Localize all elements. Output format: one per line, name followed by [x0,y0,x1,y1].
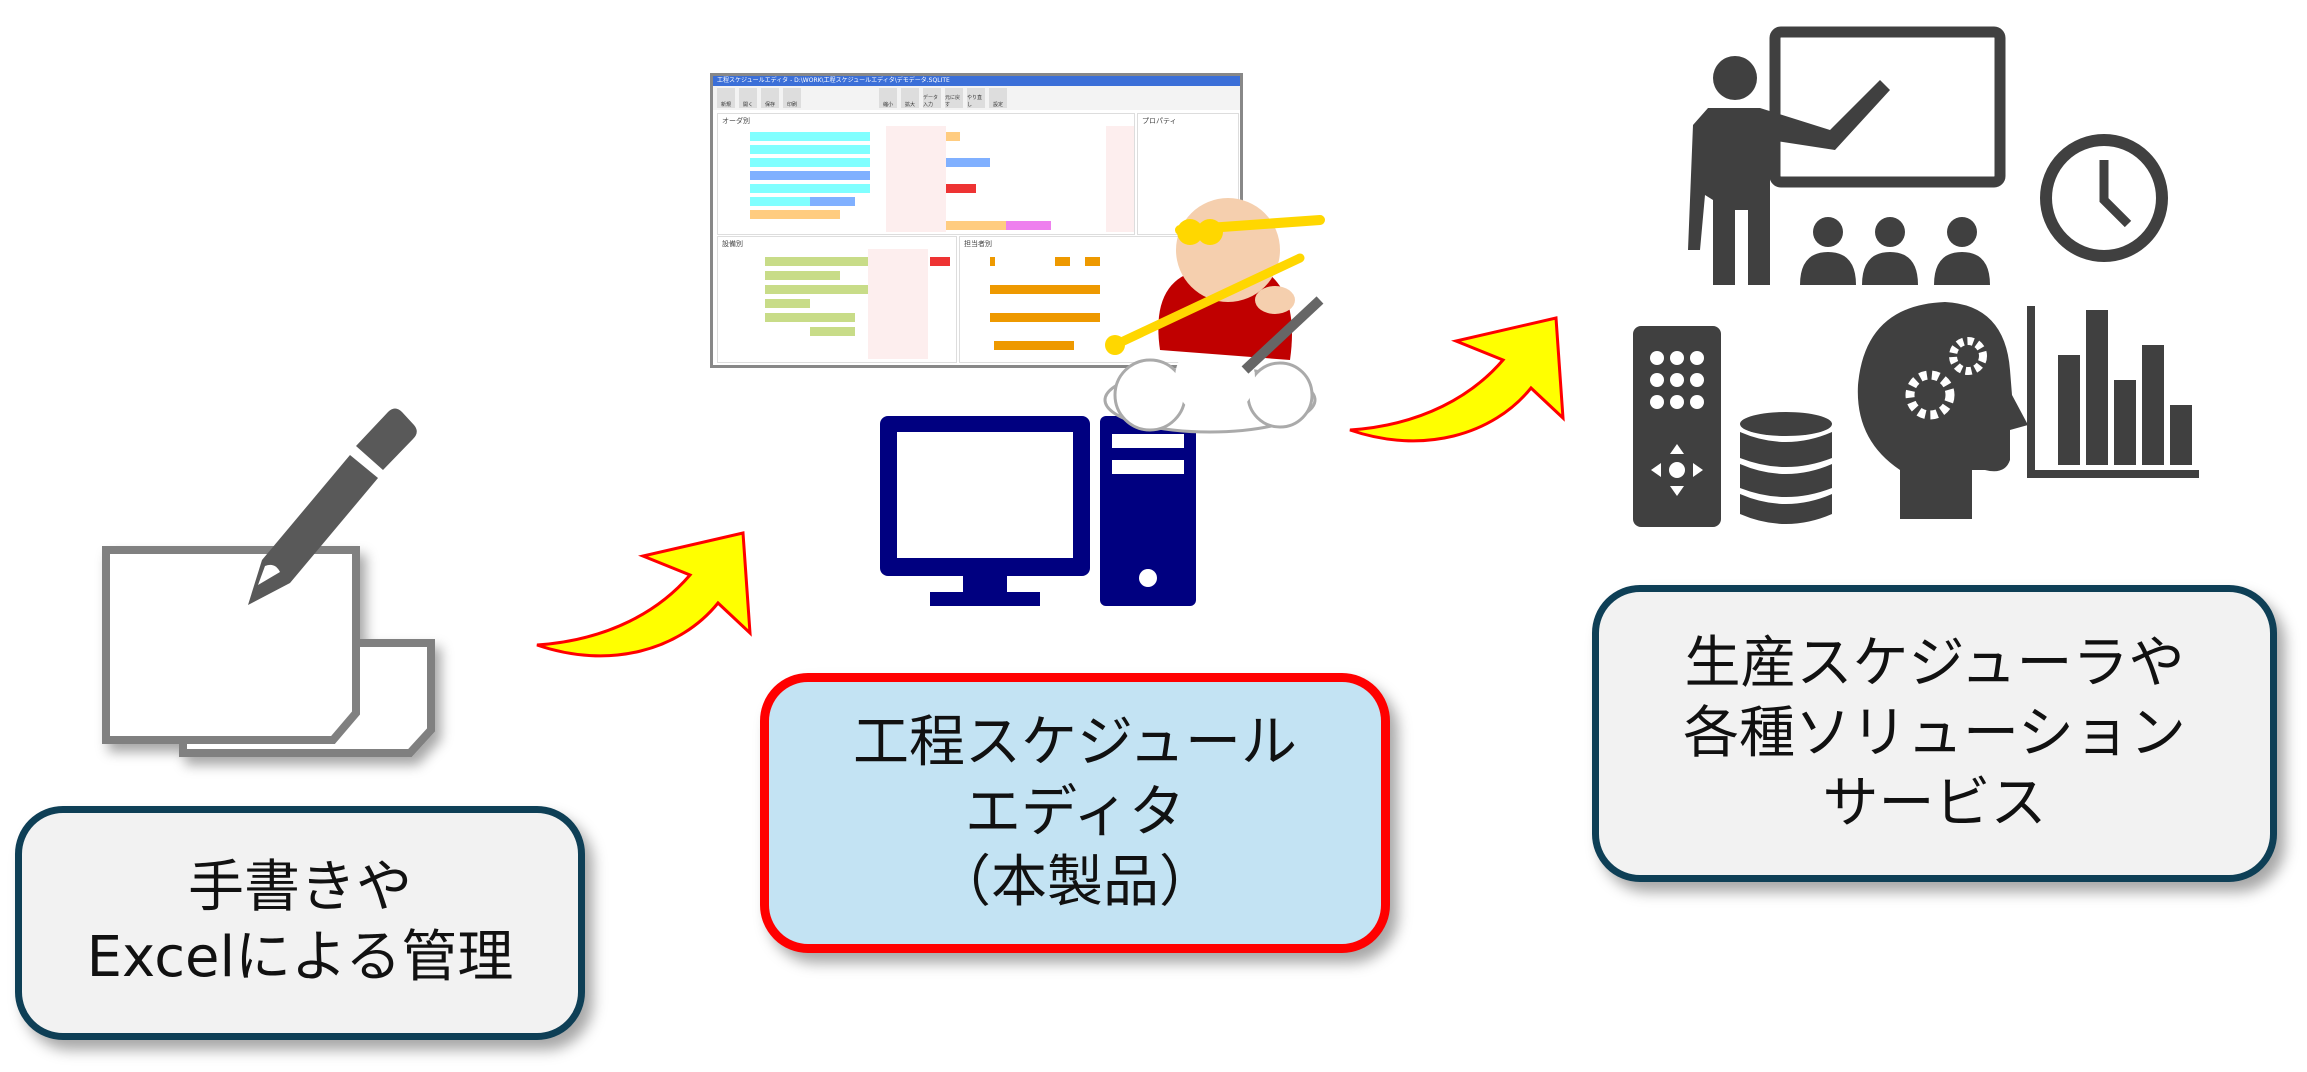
bar-chart-icon [2027,306,2199,478]
person-pane: 担当者別 [959,236,1240,363]
box-line: サービス [1822,770,2047,836]
arrow-icon [1349,316,1565,443]
remote-icon [1633,326,1721,527]
database-icon [1740,412,1832,524]
clock-icon [2040,134,2168,262]
toolbar-button: データ入力 [923,88,941,108]
toolbar-button: 縮小 [879,88,897,108]
box-line: 生産スケジューラや [1684,630,2185,696]
presenter-icon [1688,26,2006,285]
toolbar-button: 拡大 [901,88,919,108]
toolbar: 新規 開く 保存 印刷 縮小 拡大 データ入力 元に戻す やり直し 設定 [713,86,1240,110]
box-line: 各種ソリューション [1683,700,2186,766]
computer-icon [880,416,1196,606]
toolbar-button: 元に戻す [945,88,963,108]
manual-management-box: 手書きや Excelによる管理 [15,806,585,1040]
pane-title: 設備別 [722,240,743,248]
product-box: 工程スケジュール エディタ （本製品） [760,673,1390,953]
brain-gear-icon [1857,302,2028,519]
toolbar-button: 設定 [989,88,1007,108]
toolbar-button: 開く [739,88,757,108]
pane-title: 担当者別 [964,240,992,248]
box-line: 工程スケジュール [852,710,1298,775]
arrow-icon [536,531,752,658]
pencil-icon [248,408,417,605]
properties-pane: プロパティ [1137,113,1239,235]
pane-title: プロパティ [1142,117,1177,125]
toolbar-button: やり直し [967,88,985,108]
toolbar-button: 保存 [761,88,779,108]
box-line: Excelによる管理 [86,925,514,990]
box-line: エディタ [964,780,1186,845]
pane-title: オーダ別 [722,117,750,125]
window-title: 工程スケジュールエディタ - D:\WORK\工程スケジュールエディタ\デモデー… [713,76,1240,86]
app-screenshot: 工程スケジュールエディタ - D:\WORK\工程スケジュールエディタ\デモデー… [710,73,1243,368]
box-line: （本製品） [935,850,1215,915]
box-line: 手書きや [188,855,412,920]
equipment-pane: 設備別 [717,236,957,363]
order-pane: オーダ別 [717,113,1135,235]
solutions-box: 生産スケジューラや 各種ソリューション サービス [1592,585,2277,882]
toolbar-button: 印刷 [783,88,801,108]
toolbar-button: 新規 [717,88,735,108]
